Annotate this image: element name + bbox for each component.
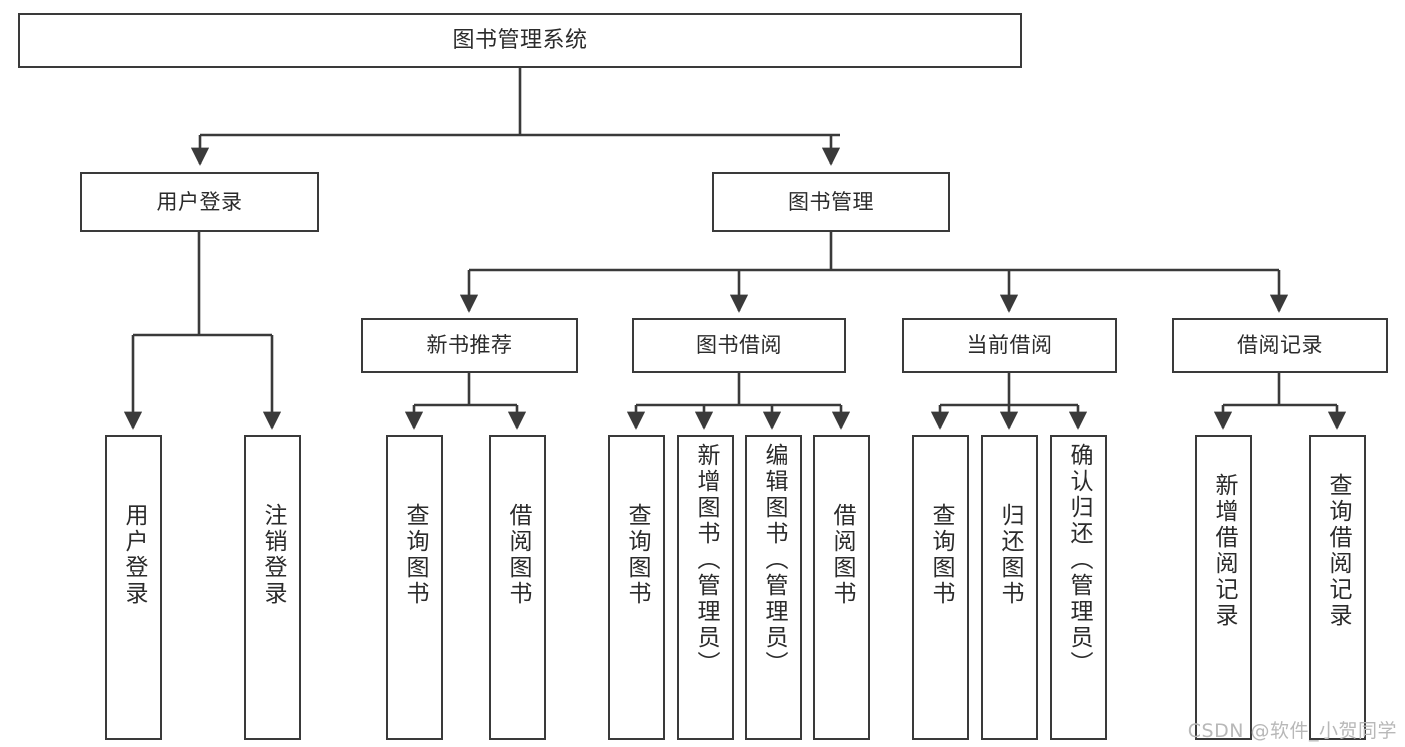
leaf-recommend-borrow-book[interactable]: 借阅图书 bbox=[489, 435, 546, 740]
node-label: 查询图书 bbox=[928, 503, 954, 607]
leaf-borrow-borrow-book[interactable]: 借阅图书 bbox=[813, 435, 870, 740]
leaf-record-add-record[interactable]: 新增借阅记录 bbox=[1195, 435, 1252, 740]
node-book-borrow[interactable]: 图书借阅 bbox=[632, 318, 846, 373]
node-label: 查询借阅记录 bbox=[1325, 473, 1351, 629]
leaf-current-return-book[interactable]: 归还图书 bbox=[981, 435, 1038, 740]
node-label: 查询图书 bbox=[624, 503, 650, 607]
node-current-borrow[interactable]: 当前借阅 bbox=[902, 318, 1117, 373]
leaf-record-query-record[interactable]: 查询借阅记录 bbox=[1309, 435, 1366, 740]
node-label: 借阅图书 bbox=[505, 503, 531, 607]
node-user-login[interactable]: 用户登录 bbox=[80, 172, 319, 232]
node-label: 确认归还（管理员） bbox=[1066, 443, 1092, 677]
node-label: 图书管理系统 bbox=[452, 27, 588, 53]
leaf-borrow-add-book-admin[interactable]: 新增图书（管理员） bbox=[677, 435, 734, 740]
node-label: 用户登录 bbox=[121, 503, 147, 607]
node-book-management[interactable]: 图书管理 bbox=[712, 172, 950, 232]
node-label: 当前借阅 bbox=[966, 333, 1053, 358]
node-label: 新增图书（管理员） bbox=[693, 443, 719, 677]
leaf-current-confirm-return-admin[interactable]: 确认归还（管理员） bbox=[1050, 435, 1107, 740]
node-root-system[interactable]: 图书管理系统 bbox=[18, 13, 1022, 68]
leaf-user-login-login[interactable]: 用户登录 bbox=[105, 435, 162, 740]
node-label: 图书借阅 bbox=[696, 333, 782, 358]
node-label: 借阅记录 bbox=[1237, 333, 1323, 358]
node-label: 编辑图书（管理员） bbox=[761, 443, 787, 677]
node-borrow-record[interactable]: 借阅记录 bbox=[1172, 318, 1388, 373]
leaf-recommend-query-book[interactable]: 查询图书 bbox=[386, 435, 443, 740]
node-label: 图书管理 bbox=[788, 189, 874, 214]
node-new-book-recommend[interactable]: 新书推荐 bbox=[361, 318, 578, 373]
node-label: 新增借阅记录 bbox=[1211, 473, 1237, 629]
leaf-current-query-book[interactable]: 查询图书 bbox=[912, 435, 969, 740]
node-label: 查询图书 bbox=[402, 503, 428, 607]
leaf-borrow-edit-book-admin[interactable]: 编辑图书（管理员） bbox=[745, 435, 802, 740]
node-label: 借阅图书 bbox=[829, 503, 855, 607]
node-label: 新书推荐 bbox=[426, 333, 513, 358]
node-label: 用户登录 bbox=[156, 189, 243, 214]
node-label: 归还图书 bbox=[997, 503, 1023, 607]
node-label: 注销登录 bbox=[260, 503, 286, 607]
leaf-user-login-logout[interactable]: 注销登录 bbox=[244, 435, 301, 740]
watermark-text: CSDN @软件_小贺同学 bbox=[1187, 720, 1397, 742]
leaf-borrow-query-book[interactable]: 查询图书 bbox=[608, 435, 665, 740]
